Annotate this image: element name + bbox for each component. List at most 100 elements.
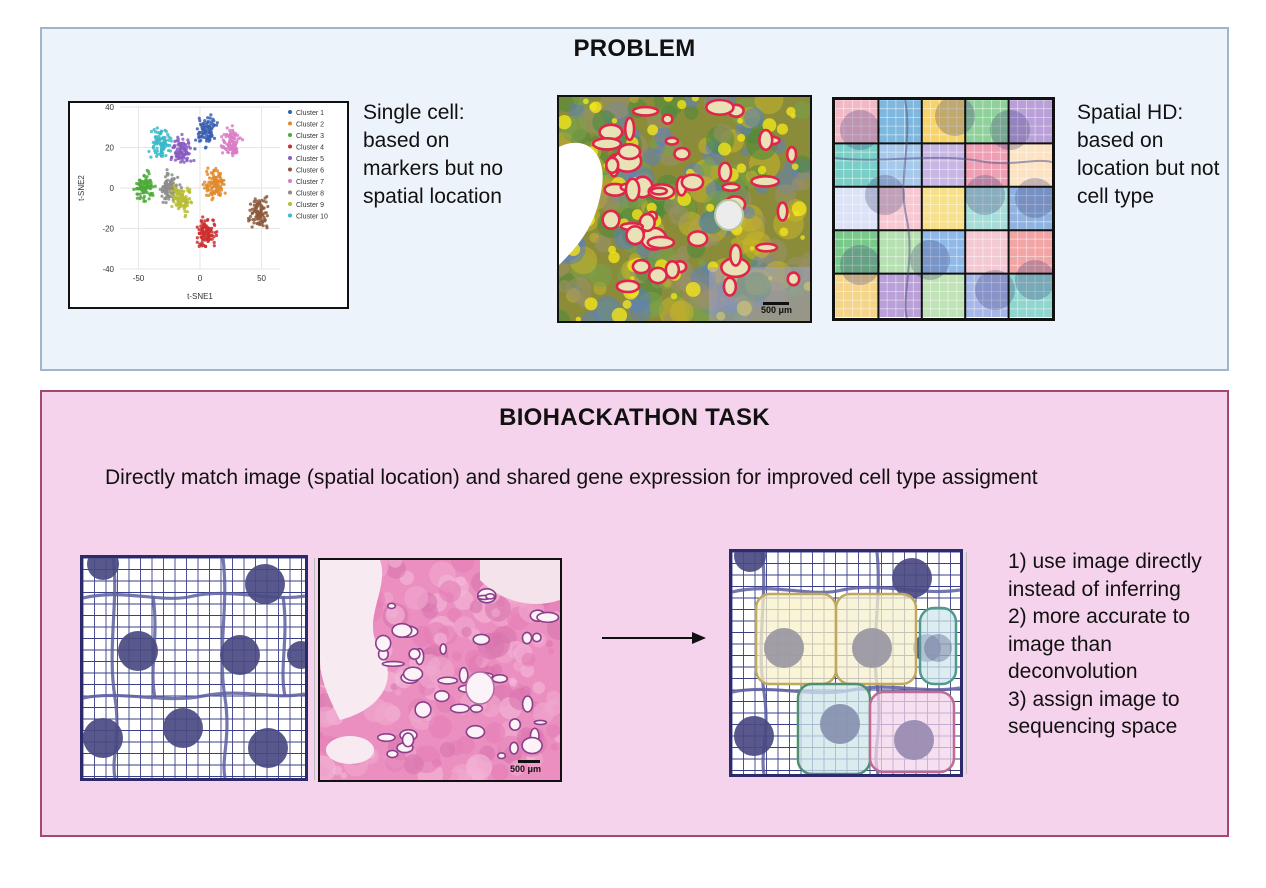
scatter-point <box>163 197 167 201</box>
scatter-point <box>217 172 221 176</box>
scatter-point <box>221 138 225 142</box>
scatter-point <box>197 135 201 139</box>
tissue-texture <box>509 760 526 776</box>
scatter-point <box>162 142 167 146</box>
scatter-point <box>163 135 167 140</box>
cell-boundary <box>902 100 911 318</box>
cell-nucleus <box>840 110 880 150</box>
scatter-point <box>215 169 220 173</box>
yellow-signal <box>717 142 732 156</box>
tissue-texture <box>456 576 466 586</box>
assigned-nucleus <box>764 628 804 668</box>
scatter-point <box>138 192 142 196</box>
scatter-point <box>159 143 163 147</box>
divider <box>966 552 967 774</box>
scatter-point <box>182 160 186 164</box>
legend-label: Cluster 3 <box>296 133 324 140</box>
gland-structure <box>680 173 705 192</box>
legend-label: Cluster 10 <box>296 214 328 221</box>
scatter-point <box>253 208 257 212</box>
scatter-point <box>164 153 168 158</box>
scatter-point <box>153 184 157 188</box>
scatter-point <box>142 194 147 199</box>
gland-structure <box>458 666 469 684</box>
cell-nucleus <box>87 558 119 580</box>
scatter-point <box>146 169 150 174</box>
cell-boundary <box>83 691 305 701</box>
scatter-point <box>194 138 198 142</box>
spatial-bin <box>835 230 879 274</box>
tissue-texture <box>403 754 424 775</box>
scatter-point <box>212 119 216 123</box>
scatter-point <box>135 181 139 186</box>
problem-title: PROBLEM <box>573 35 696 62</box>
tissue-texture <box>669 300 694 321</box>
scatter-point <box>202 233 206 237</box>
tissue-texture <box>662 144 674 156</box>
scatter-point <box>205 234 209 238</box>
scatter-point <box>213 223 217 227</box>
spatial-bin <box>835 273 879 317</box>
tissue-texture <box>565 277 592 304</box>
scatter-point <box>176 189 180 193</box>
gland-structure <box>721 182 741 192</box>
scatter-point <box>248 218 252 222</box>
scatter-point <box>252 203 256 207</box>
yellow-signal <box>779 227 789 237</box>
yellow-signal <box>611 307 628 321</box>
tissue-texture <box>388 560 403 568</box>
gland-structure <box>785 145 798 164</box>
scatter-point <box>228 145 232 149</box>
scatter-point <box>147 149 151 154</box>
scatter-point <box>209 127 213 131</box>
scatter-point <box>248 202 253 206</box>
scatter-point <box>161 151 165 155</box>
tissue-texture <box>390 683 398 691</box>
gland-structure <box>750 175 781 188</box>
scatter-point <box>206 119 210 124</box>
scatter-point <box>229 135 234 139</box>
scatter-point <box>155 126 159 130</box>
scatter-point <box>176 153 181 157</box>
scatter-point <box>200 241 204 245</box>
y-tick-label: 20 <box>105 144 114 153</box>
scatter-point <box>255 214 259 218</box>
spatial-bin <box>835 100 879 144</box>
spatial-hd-grid <box>832 97 1055 321</box>
gland-structure <box>617 143 642 161</box>
scatter-point <box>207 193 211 197</box>
tissue-texture <box>532 681 546 694</box>
tissue-texture <box>713 124 733 143</box>
scatter-point <box>250 207 255 211</box>
tissue-texture <box>521 652 536 667</box>
scatter-point <box>171 181 175 185</box>
scatter-point <box>175 197 179 201</box>
scatter-point <box>207 176 212 180</box>
yellow-signal <box>790 113 796 119</box>
tissue-texture <box>793 101 810 120</box>
scatter-point <box>142 174 146 178</box>
tissue-texture <box>742 206 756 219</box>
scatter-point <box>189 200 193 204</box>
spatial-bin <box>878 230 922 274</box>
scatter-point <box>197 131 202 135</box>
cell-nucleus <box>975 270 1015 310</box>
assigned-nucleus <box>924 634 952 662</box>
yellow-signal <box>631 209 643 220</box>
scatter-point <box>178 204 183 208</box>
scatter-point <box>142 181 146 185</box>
scatter-point <box>160 190 164 194</box>
scatter-point <box>212 244 216 248</box>
gland-structure <box>776 201 789 222</box>
cell-nucleus <box>734 716 774 756</box>
scatter-point <box>195 127 199 131</box>
scatter-point <box>264 211 268 215</box>
scatter-point <box>182 205 186 209</box>
scatter-point <box>263 218 267 222</box>
scatter-point <box>205 189 209 193</box>
yellow-signal <box>583 98 589 105</box>
legend-swatch <box>288 190 292 195</box>
scatter-point <box>210 198 214 202</box>
cell-nucleus <box>865 175 905 215</box>
